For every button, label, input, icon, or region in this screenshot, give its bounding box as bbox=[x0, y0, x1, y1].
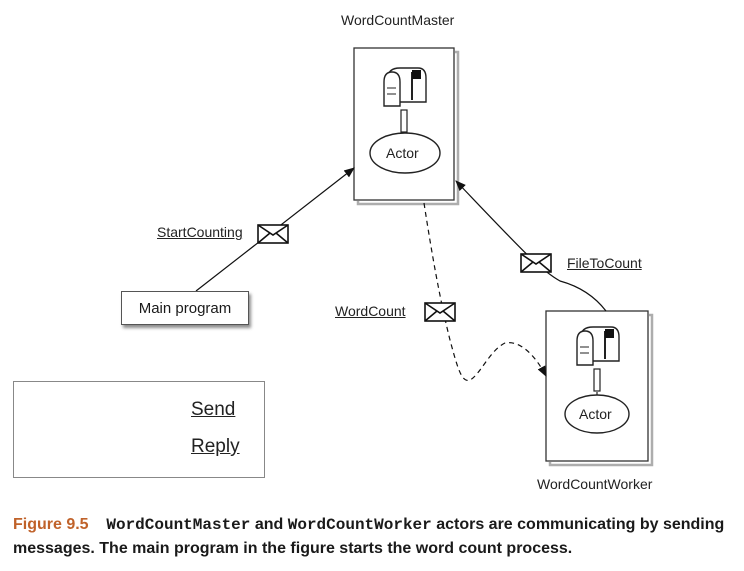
figure-caption: Figure 9.5 WordCountMaster and WordCount… bbox=[13, 513, 738, 560]
file-to-count-envelope-icon bbox=[520, 253, 552, 273]
file-to-count-arrow bbox=[455, 180, 607, 312]
master-actor-label: Actor bbox=[386, 145, 419, 161]
word-count-envelope-icon bbox=[424, 302, 456, 322]
worker-actor-ellipse bbox=[564, 394, 630, 434]
start-counting-envelope-icon bbox=[257, 224, 289, 244]
legend-send-label: Send bbox=[191, 399, 236, 420]
master-title: WordCountMaster bbox=[341, 12, 455, 28]
worker-title: WordCountWorker bbox=[537, 476, 653, 492]
word-count-label: WordCount bbox=[335, 303, 406, 319]
legend: Send Reply bbox=[13, 381, 265, 478]
legend-reply-label: Reply bbox=[191, 436, 240, 457]
main-program-box: Main program bbox=[121, 291, 249, 325]
caption-code-master: WordCountMaster bbox=[106, 516, 251, 534]
word-count-reply-arrow bbox=[423, 202, 547, 381]
main-program-label: Main program bbox=[138, 299, 232, 317]
caption-text-1: and bbox=[250, 516, 288, 533]
worker-actor-label: Actor bbox=[579, 406, 612, 422]
file-to-count-label: FileToCount bbox=[567, 255, 642, 271]
caption-text-2: actors are communicating by sending mess… bbox=[13, 516, 725, 557]
caption-code-worker: WordCountWorker bbox=[287, 516, 432, 534]
master-actor-ellipse bbox=[369, 132, 441, 174]
start-counting-label: StartCounting bbox=[157, 224, 243, 240]
figure-number: Figure 9.5 bbox=[13, 516, 89, 533]
